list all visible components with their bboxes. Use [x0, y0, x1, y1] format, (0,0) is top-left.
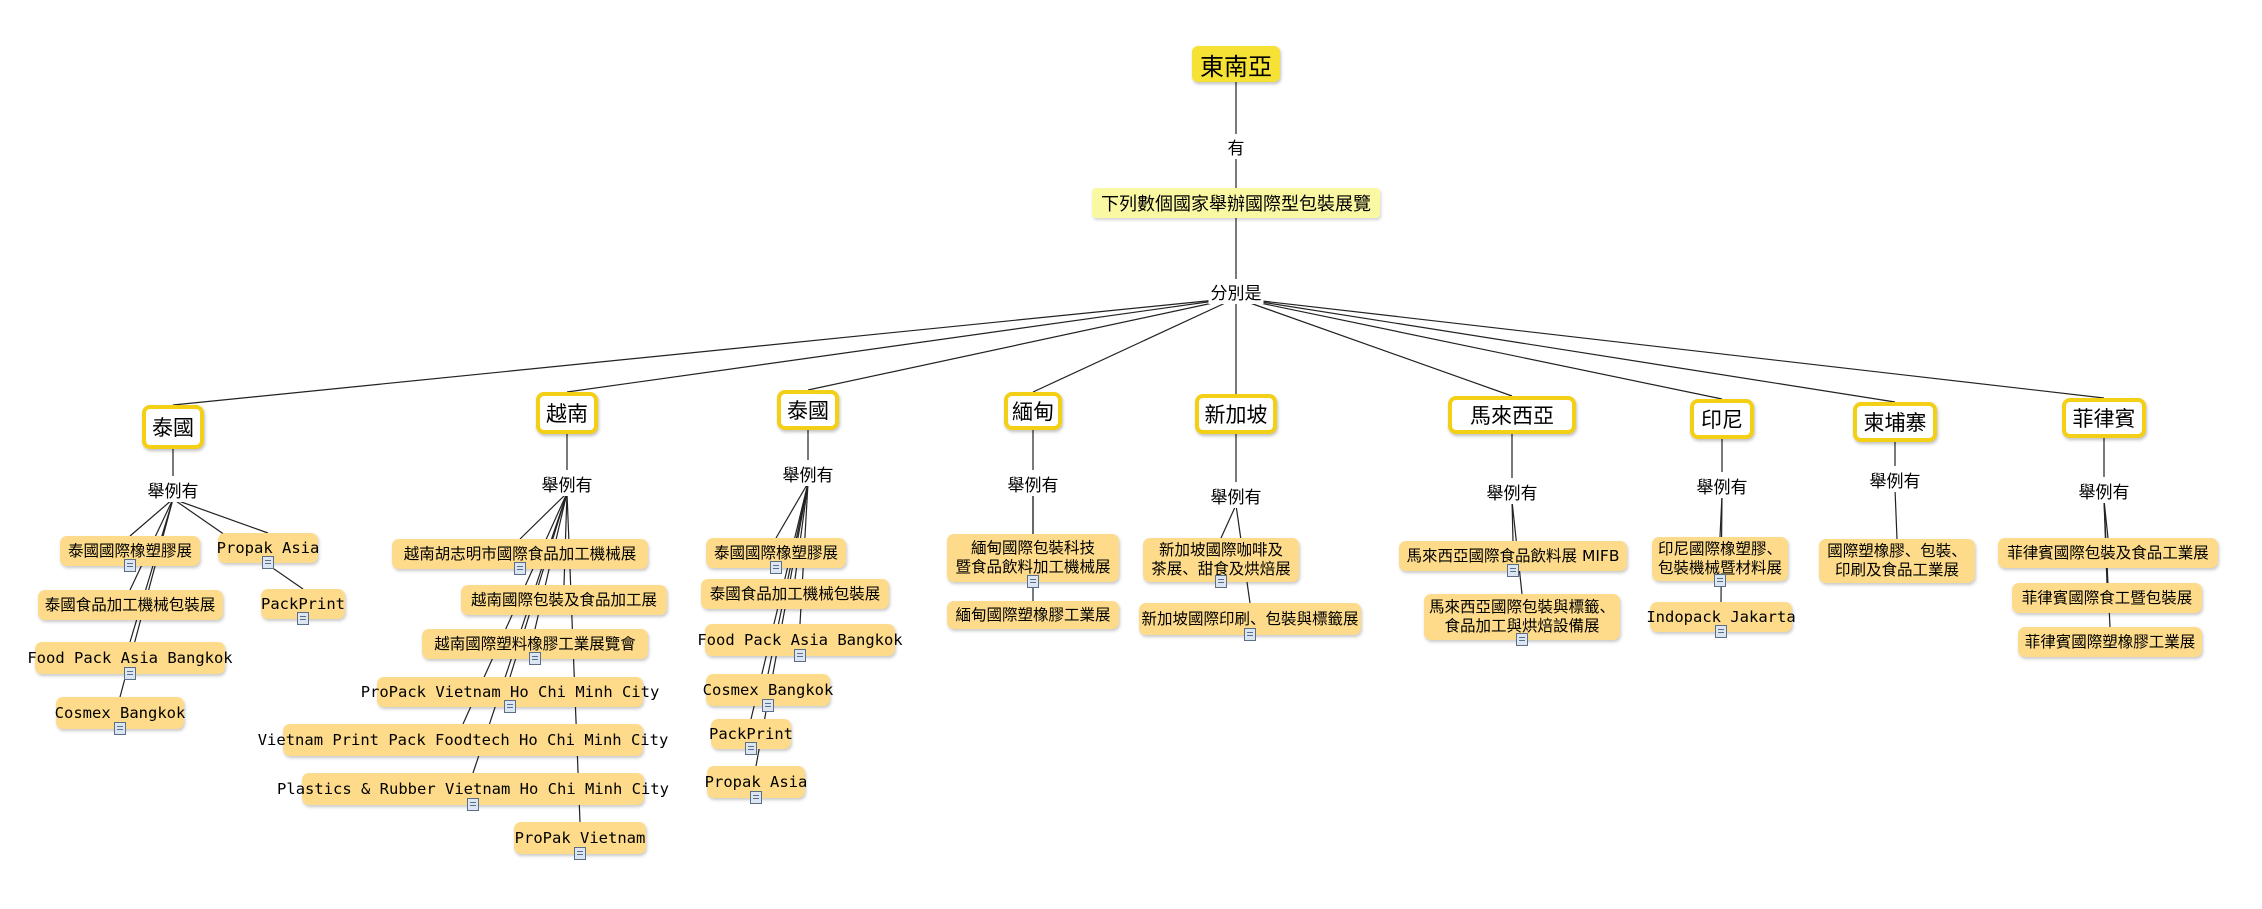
- leaf-text-line: 新加坡國際咖啡及: [1158, 541, 1283, 559]
- subtopic-link-phrase: 分別是: [1208, 279, 1264, 304]
- exhibition-leaf[interactable]: 菲律賓國際塑橡膠工業展: [2018, 627, 2202, 657]
- country-node[interactable]: 泰國: [142, 405, 204, 449]
- hub-to-country-line: [1235, 297, 1723, 400]
- document-icon[interactable]: [1215, 575, 1227, 588]
- leaf-text-line: 包裝機械暨材料展: [1658, 559, 1783, 577]
- root-link-phrase: 有: [1225, 134, 1247, 159]
- country-node[interactable]: 泰國: [777, 390, 839, 430]
- leaf-text-line: 暨食品飲料加工機械展: [955, 558, 1111, 576]
- exhibition-leaf[interactable]: 緬甸國際塑橡膠工業展: [947, 601, 1119, 629]
- exhibition-leaf[interactable]: 印尼國際橡塑膠、包裝機械暨材料展: [1652, 537, 1788, 581]
- document-icon[interactable]: [1714, 574, 1726, 587]
- hub-to-country-line: [566, 297, 1237, 393]
- example-link-phrase: 舉例有: [1694, 473, 1750, 498]
- country-node[interactable]: 菲律賓: [2062, 398, 2146, 438]
- country-node[interactable]: 印尼: [1690, 399, 1754, 439]
- example-to-leaf-line: [129, 498, 174, 643]
- example-to-leaf-line: [1894, 488, 1898, 540]
- exhibition-leaf[interactable]: 菲律賓國際包裝及食品工業展: [1998, 538, 2218, 568]
- exhibition-leaf[interactable]: 越南國際包裝及食品加工展: [461, 585, 667, 615]
- document-icon[interactable]: [262, 556, 274, 569]
- country-node[interactable]: 新加坡: [1195, 394, 1277, 434]
- example-to-leaf-line: [1220, 504, 1237, 539]
- document-icon[interactable]: [504, 700, 516, 713]
- hub-to-country-line: [807, 297, 1237, 391]
- exhibition-leaf[interactable]: 泰國國際橡塑膠展: [60, 536, 200, 566]
- hub-to-country-line: [172, 297, 1237, 406]
- document-icon[interactable]: [574, 847, 586, 860]
- exhibition-leaf[interactable]: Propak Asia: [217, 533, 319, 563]
- document-icon[interactable]: [1244, 628, 1256, 641]
- document-icon[interactable]: [124, 667, 136, 680]
- hub-to-country-line: [1235, 297, 2105, 399]
- example-to-leaf-line: [775, 482, 809, 539]
- example-link-phrase: 舉例有: [1867, 467, 1923, 492]
- document-icon[interactable]: [514, 562, 526, 575]
- exhibition-leaf[interactable]: 新加坡國際咖啡及茶展、甜食及烘焙展: [1143, 538, 1299, 582]
- example-to-leaf-line: [129, 498, 174, 537]
- hub-to-country-line: [1235, 297, 1513, 397]
- document-icon[interactable]: [770, 561, 782, 574]
- exhibition-leaf[interactable]: Indopack Jakarta: [1646, 602, 1796, 632]
- leaf-text-line: 印刷及食品工業展: [1834, 561, 1959, 579]
- document-icon[interactable]: [1027, 575, 1039, 588]
- document-icon[interactable]: [529, 652, 541, 665]
- exhibition-leaf[interactable]: 馬來西亞國際包裝與標籤、食品加工與烘焙設備展: [1424, 594, 1620, 640]
- leaf-text-line: 馬來西亞國際包裝與標籤、: [1429, 598, 1616, 616]
- document-icon[interactable]: [794, 649, 806, 662]
- example-to-leaf-line: [519, 492, 568, 540]
- example-link-phrase: 舉例有: [145, 477, 201, 502]
- document-icon[interactable]: [762, 699, 774, 712]
- exhibition-leaf[interactable]: 國際塑橡膠、包裝、印刷及食品工業展: [1819, 539, 1975, 583]
- exhibition-leaf[interactable]: Plastics & Rubber Vietnam Ho Chi Minh Ci…: [277, 773, 669, 805]
- document-icon[interactable]: [1715, 625, 1727, 638]
- leaf-text-line: 印尼國際橡塑膠、: [1658, 540, 1783, 558]
- exhibition-leaf[interactable]: 泰國食品加工機械包裝展: [37, 590, 223, 620]
- exhibition-leaf[interactable]: 泰國食品加工機械包裝展: [701, 579, 889, 609]
- example-link-phrase: 舉例有: [2076, 478, 2132, 503]
- leaf-text-line: 食品加工與烘焙設備展: [1444, 617, 1600, 635]
- hub-to-country-line: [1235, 297, 1896, 403]
- document-icon[interactable]: [745, 742, 757, 755]
- exhibition-leaf[interactable]: 緬甸國際包裝科技暨食品飲料加工機械展: [947, 534, 1119, 582]
- document-icon[interactable]: [124, 559, 136, 572]
- leaf-text-line: 緬甸國際包裝科技: [970, 539, 1095, 557]
- example-to-leaf-line: [172, 498, 269, 534]
- hub-to-country-line: [1032, 297, 1237, 393]
- document-icon[interactable]: [114, 722, 126, 735]
- country-node[interactable]: 馬來西亞: [1448, 396, 1576, 434]
- document-icon[interactable]: [1516, 633, 1528, 646]
- example-link-phrase: 舉例有: [1484, 479, 1540, 504]
- document-icon[interactable]: [467, 798, 479, 811]
- leaf-text-line: 國際塑橡膠、包裝、: [1827, 542, 1967, 560]
- document-icon[interactable]: [1507, 564, 1519, 577]
- country-node[interactable]: 越南: [536, 392, 598, 434]
- example-link-phrase: 舉例有: [780, 461, 836, 486]
- example-link-phrase: 舉例有: [1005, 471, 1061, 496]
- document-icon[interactable]: [297, 612, 309, 625]
- example-link-phrase: 舉例有: [1208, 483, 1264, 508]
- example-link-phrase: 舉例有: [539, 471, 595, 496]
- leaf-text-line: 茶展、甜食及烘焙展: [1151, 560, 1291, 578]
- exhibition-leaf[interactable]: 菲律賓國際食工暨包裝展: [2012, 583, 2202, 613]
- document-icon[interactable]: [750, 791, 762, 804]
- exhibition-leaf[interactable]: 新加坡國際印刷、包裝與標籤展: [1139, 603, 1361, 635]
- root-topic[interactable]: 東南亞: [1192, 46, 1280, 82]
- country-node[interactable]: 柬埔寨: [1853, 402, 1937, 442]
- subtopic-exhibitions[interactable]: 下列數個國家舉辦國際型包裝展覽: [1092, 188, 1380, 218]
- exhibition-leaf[interactable]: Vietnam Print Pack Foodtech Ho Chi Minh …: [258, 724, 668, 756]
- country-node[interactable]: 緬甸: [1004, 392, 1062, 430]
